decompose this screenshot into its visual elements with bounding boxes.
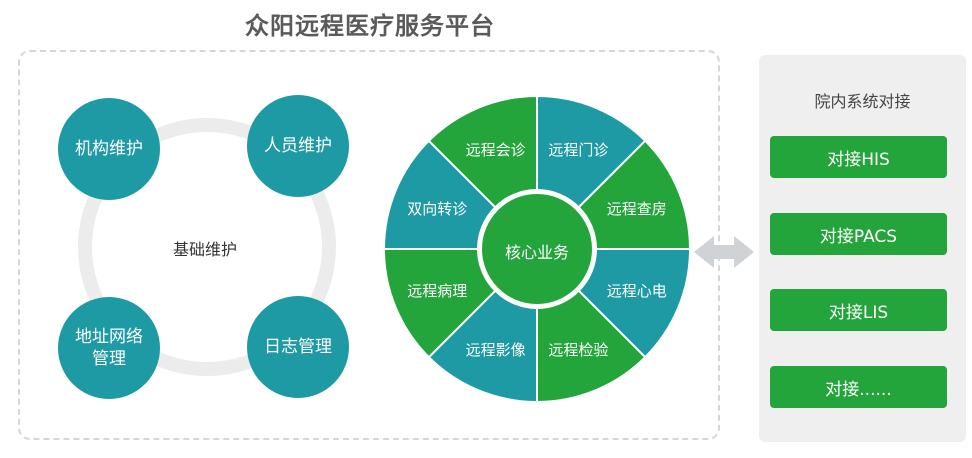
node-label: 地址网络管理 (75, 327, 143, 369)
core-circle (482, 194, 592, 304)
maintenance-center-label: 基础维护 (172, 240, 237, 259)
node-label: 日志管理 (264, 337, 332, 357)
wheel-segment-label: 双向转诊 (407, 199, 468, 218)
integration-item-more: 对接...... (770, 366, 947, 408)
node-address-network: 地址网络管理 (58, 297, 160, 399)
node-label: 机构维护 (75, 139, 143, 159)
integration-title: 院内系统对接 (814, 92, 911, 111)
node-staff-maintenance: 人员维护 (247, 95, 349, 197)
wheel-segment-label: 远程检验 (548, 340, 609, 359)
node-org-maintenance: 机构维护 (58, 98, 160, 200)
wheel-segment-label: 远程病理 (407, 282, 468, 301)
wheel-segment-label: 远程会诊 (465, 141, 526, 160)
wheel-segment-label: 远程查房 (606, 199, 667, 218)
wheel-segment-label: 远程门诊 (548, 141, 609, 160)
integration-item-his: 对接HIS (770, 136, 947, 178)
node-log-management: 日志管理 (247, 296, 349, 398)
page-title: 众阳远程医疗服务平台 (245, 12, 495, 40)
node-label: 人员维护 (264, 136, 332, 156)
integration-item-lis: 对接LIS (770, 289, 947, 331)
wheel-segment-label: 远程心电 (606, 282, 667, 301)
double-arrow-icon (694, 236, 754, 268)
integration-item-pacs: 对接PACS (770, 213, 947, 255)
core-label: 核心业务 (504, 243, 569, 262)
core-business-wheel (382, 94, 692, 404)
wheel-segment-label: 远程影像 (465, 340, 526, 359)
